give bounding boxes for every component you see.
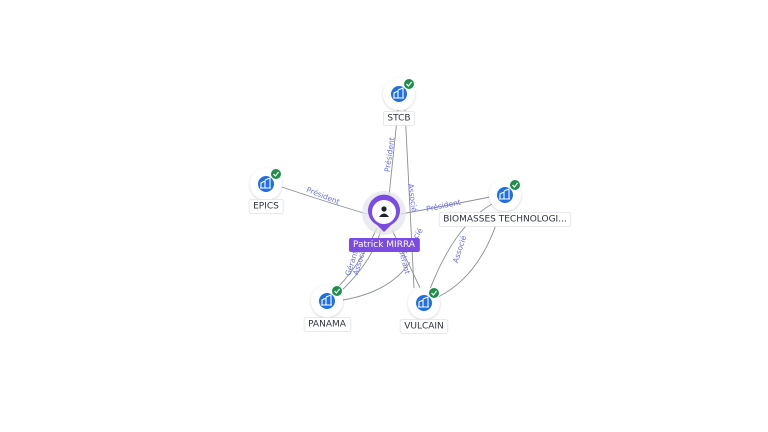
company-node-panama[interactable]: PANAMA	[303, 285, 352, 332]
verified-check-icon	[403, 78, 415, 90]
person-name-label-box	[348, 238, 420, 252]
person-node-center[interactable]: Patrick MIRRA	[348, 191, 420, 252]
verified-check-icon	[428, 287, 440, 299]
company-building-icon	[391, 86, 407, 102]
edge-center-biomasses	[400, 196, 491, 215]
edge-biomasses-vulcain	[429, 203, 493, 290]
edge-label: Associé	[406, 183, 419, 213]
edge-label: Président	[383, 137, 397, 173]
person-icon	[379, 206, 389, 217]
edges-layer	[281, 109, 501, 301]
company-node-biomasses[interactable]: BIOMASSES TECHNOLOGI...	[438, 179, 572, 227]
edge-label: Président	[305, 185, 341, 206]
nodes-layer: STCB EPICS BIOMASSES TECHNOLOGI... PANAMA VU…	[248, 78, 572, 334]
edge-center-vulcain	[391, 229, 421, 289]
edge-label: Associé	[451, 234, 468, 264]
verified-check-icon	[509, 179, 521, 191]
edge-center-panama	[339, 229, 382, 293]
edge-label: Président	[425, 198, 461, 214]
node-label[interactable]: BIOMASSES TECHNOLOGI...	[443, 215, 567, 225]
company-building-icon	[258, 176, 274, 192]
node-label-box	[383, 111, 415, 126]
edge-vulcain-panama	[342, 261, 411, 301]
company-building-icon	[416, 295, 432, 311]
company-node-stcb[interactable]: STCB	[383, 78, 415, 126]
company-node-epics[interactable]: EPICS	[248, 168, 284, 214]
person-name-label[interactable]: Patrick MIRRA	[353, 240, 416, 250]
company-building-icon	[319, 293, 335, 309]
node-label[interactable]: STCB	[387, 114, 410, 124]
node-label-box	[399, 319, 449, 334]
company-building-icon	[497, 187, 513, 203]
node-label-box	[438, 212, 572, 227]
company-node-vulcain[interactable]: VULCAIN	[399, 287, 449, 334]
pin-inner-circle	[372, 200, 396, 224]
node-label-box	[248, 199, 284, 214]
verified-check-icon	[270, 168, 282, 180]
node-label[interactable]: PANAMA	[308, 320, 347, 330]
edge-stcb-vulcain	[404, 109, 415, 289]
node-label[interactable]: VULCAIN	[404, 322, 444, 332]
edge-center-panama	[336, 227, 378, 289]
verified-check-icon	[331, 285, 343, 297]
node-label-box	[303, 317, 352, 332]
edge-center-epics	[281, 186, 368, 215]
node-label[interactable]: EPICS	[253, 202, 279, 212]
